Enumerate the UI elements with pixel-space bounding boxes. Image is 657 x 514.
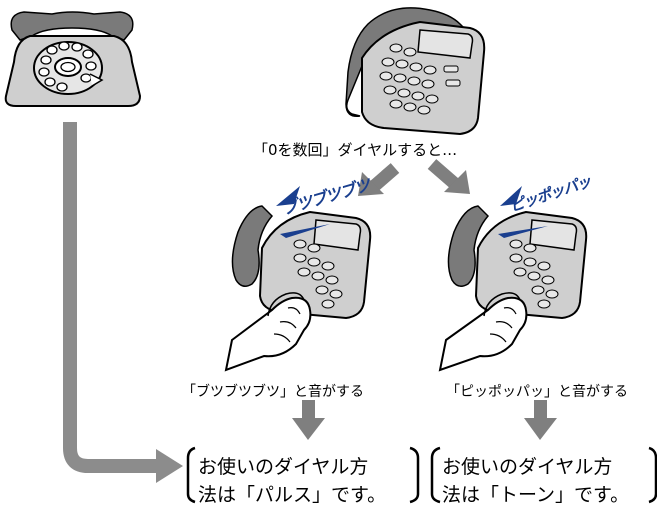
arrow-down-icon-right [524,400,557,440]
intro-text: 「0を数回」ダイヤルすると… [253,141,458,159]
connector-arrow [63,122,183,483]
split-arrow-right [427,159,470,194]
split-arrow-left [358,163,400,196]
left-result-line2: 法は「パルス」です。 [198,484,387,506]
left-phone-with-hand [224,205,372,372]
right-sound-wave [498,186,548,238]
left-result-line1: お使いのダイヤル方 [198,456,369,478]
right-caption: 「ピッポッパッ」と音がする [446,384,628,400]
right-result: お使いのダイヤル方 法は「トーン」です。 [442,453,629,509]
arrow-down-icon-left [292,400,325,440]
right-result-line1: お使いのダイヤル方 [442,456,613,478]
rotary-phone-icon [4,11,142,107]
right-phone-with-hand [438,205,588,372]
pushbutton-phone-icon [345,7,486,136]
right-result-line2: 法は「トーン」です。 [442,484,630,506]
result-bracket-right [430,446,657,504]
left-sound-wave [276,186,330,238]
left-caption: 「ブツブツブツ」と音がする [182,384,364,400]
result-bracket-left [186,446,420,504]
left-result: お使いのダイヤル方 法は「パルス」です。 [198,453,386,509]
